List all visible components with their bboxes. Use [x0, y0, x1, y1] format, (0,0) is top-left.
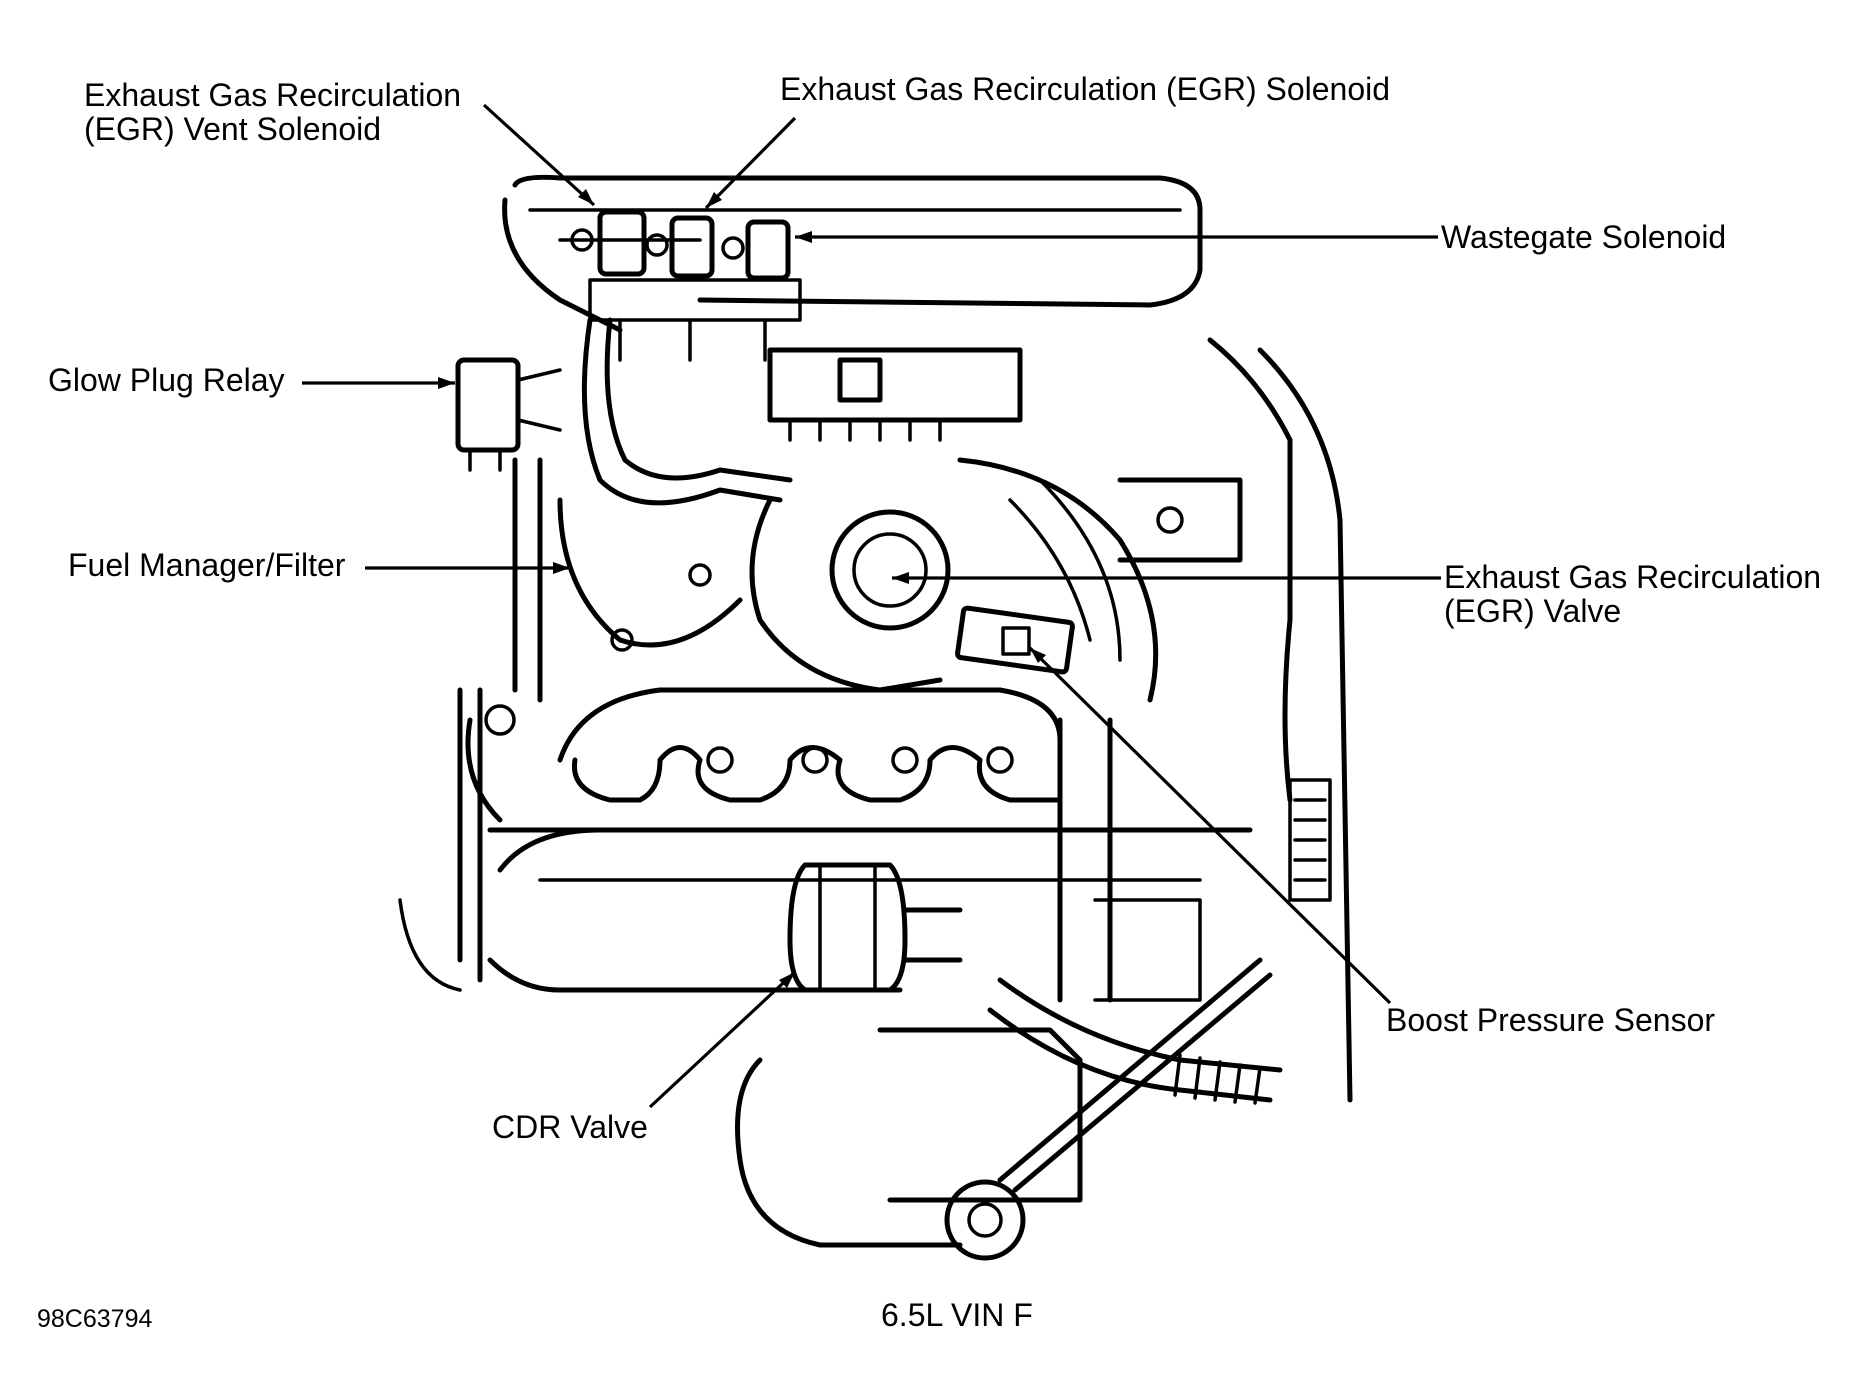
cdr-valve-label: CDR Valve: [492, 1109, 648, 1145]
fuel-manager-filter-label: Fuel Manager/Filter: [68, 547, 346, 583]
egr-solenoid-label: Exhaust Gas Recirculation (EGR) Solenoid: [780, 71, 1391, 107]
glow-plug-relay-label: Glow Plug Relay: [48, 362, 285, 398]
leader-lines: [302, 103, 1441, 1109]
egr-vent-solenoid-label: Exhaust Gas Recirculation (EGR) Vent Sol…: [84, 78, 461, 146]
engine-drawing: [398, 174, 1353, 1261]
egr-vent-solenoid-label-line1: Exhaust Gas Recirculation: [84, 77, 462, 113]
engine-caption: 6.5L VIN F: [881, 1297, 1033, 1333]
egr-valve-label-line1: Exhaust Gas Recirculation: [1444, 559, 1822, 595]
wastegate-solenoid-label: Wastegate Solenoid: [1441, 219, 1727, 255]
egr-valve-label: Exhaust Gas Recirculation (EGR) Valve: [1444, 560, 1821, 628]
egr-vent-solenoid-label-line2: (EGR) Vent Solenoid: [84, 111, 382, 147]
egr-valve-label-line2: (EGR) Valve: [1444, 593, 1622, 629]
boost-pressure-sensor-label: Boost Pressure Sensor: [1386, 1002, 1716, 1038]
figure-id: 98C63794: [37, 1305, 153, 1333]
